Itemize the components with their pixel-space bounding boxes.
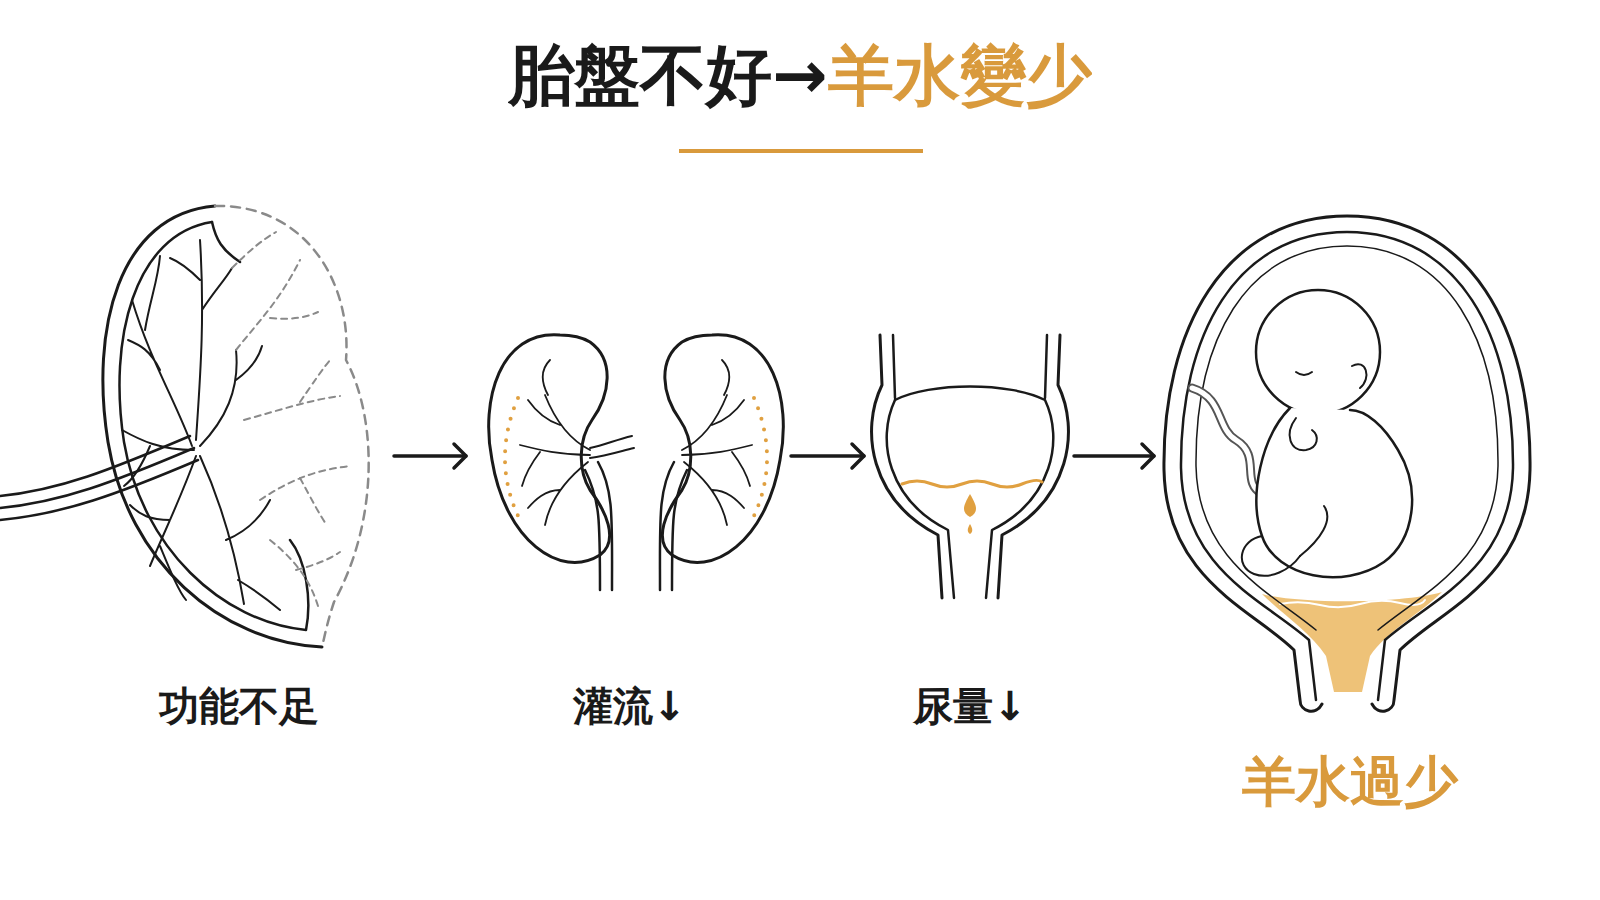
arrow-shaft (791, 454, 864, 458)
drawing-stroke (660, 335, 783, 590)
bladder-drawing (872, 335, 1069, 598)
node-caption: 羊水過少 (1160, 750, 1540, 815)
drawing-stroke (232, 232, 350, 606)
drawing-stroke (200, 346, 262, 446)
placenta-drawing (0, 206, 369, 647)
drawing-stroke (585, 462, 612, 590)
flow-arrow (1074, 444, 1154, 468)
drawing-stroke (902, 480, 1042, 487)
drawing-stroke (489, 335, 634, 590)
drawing-stroke (128, 256, 192, 446)
drawing-stroke (236, 260, 318, 350)
arrow-shaft (1074, 454, 1154, 458)
drawing-stroke (244, 360, 340, 420)
drawing-stroke (1352, 364, 1366, 388)
drawing-stroke (1290, 418, 1317, 450)
drawing-stroke (520, 360, 590, 525)
drawing-stroke (212, 222, 240, 262)
drawing-stroke (122, 240, 280, 610)
uterus-node: 羊水過少 (1160, 205, 1540, 815)
kidney-drawing (489, 335, 784, 590)
drawing-stroke (1262, 592, 1442, 692)
drawing-stroke (130, 456, 196, 600)
drawing-stroke (660, 462, 687, 590)
drawing-stroke (1257, 408, 1413, 577)
arrow-head (1142, 444, 1154, 468)
placenta-node: 功能不足 (40, 200, 390, 730)
drawing-stroke (1164, 216, 1530, 711)
drawing-stroke (103, 206, 322, 647)
drawing-stroke (1242, 536, 1300, 576)
drawing-stroke (1196, 246, 1498, 630)
drawing-stroke (232, 232, 276, 268)
drawing-stroke (887, 400, 954, 598)
drawing-stroke (270, 540, 340, 606)
drawing-stroke (200, 456, 280, 610)
drawing-stroke (1045, 335, 1047, 398)
node-caption: 尿量↓ (870, 682, 1070, 730)
drawing-stroke (590, 436, 634, 458)
arrow-head (454, 444, 466, 468)
drawing-stroke (662, 335, 783, 563)
drawing-stroke (998, 335, 1068, 598)
drawing-stroke (0, 460, 198, 520)
flow-arrow (394, 444, 466, 468)
drawing-stroke (1280, 600, 1425, 607)
drawing-stroke (260, 466, 350, 524)
kidney-node: 灌流↓ (472, 320, 787, 730)
diagram-title: 胎盤不好→羊水變少 (508, 36, 1091, 115)
drawing-stroke (1181, 232, 1513, 700)
drawing-stroke (1300, 506, 1327, 556)
title-row: 胎盤不好→羊水變少 (0, 36, 1600, 115)
drawing-stroke (505, 398, 522, 524)
bladder-node: 尿量↓ (870, 320, 1070, 730)
drawing-stroke (872, 335, 942, 598)
drawing-stroke (895, 387, 1053, 599)
drawing-stroke (750, 398, 767, 524)
drawing-stroke (964, 494, 976, 517)
title-underline (679, 149, 923, 153)
node-caption: 灌流↓ (472, 682, 787, 730)
drawing-stroke (893, 335, 895, 398)
uterus-drawing (1164, 216, 1530, 711)
drawing-stroke (170, 240, 232, 440)
node-caption: 功能不足 (40, 682, 390, 730)
flow-arrow (791, 444, 864, 468)
arrow-shaft (394, 454, 466, 458)
drawing-stroke (1296, 372, 1312, 375)
drawing-stroke (122, 430, 194, 486)
drawing-stroke (682, 360, 752, 525)
drawing-stroke (1256, 290, 1380, 414)
drawing-stroke (119, 222, 308, 630)
drawing-stroke (968, 524, 973, 534)
arrow-head (852, 444, 864, 468)
